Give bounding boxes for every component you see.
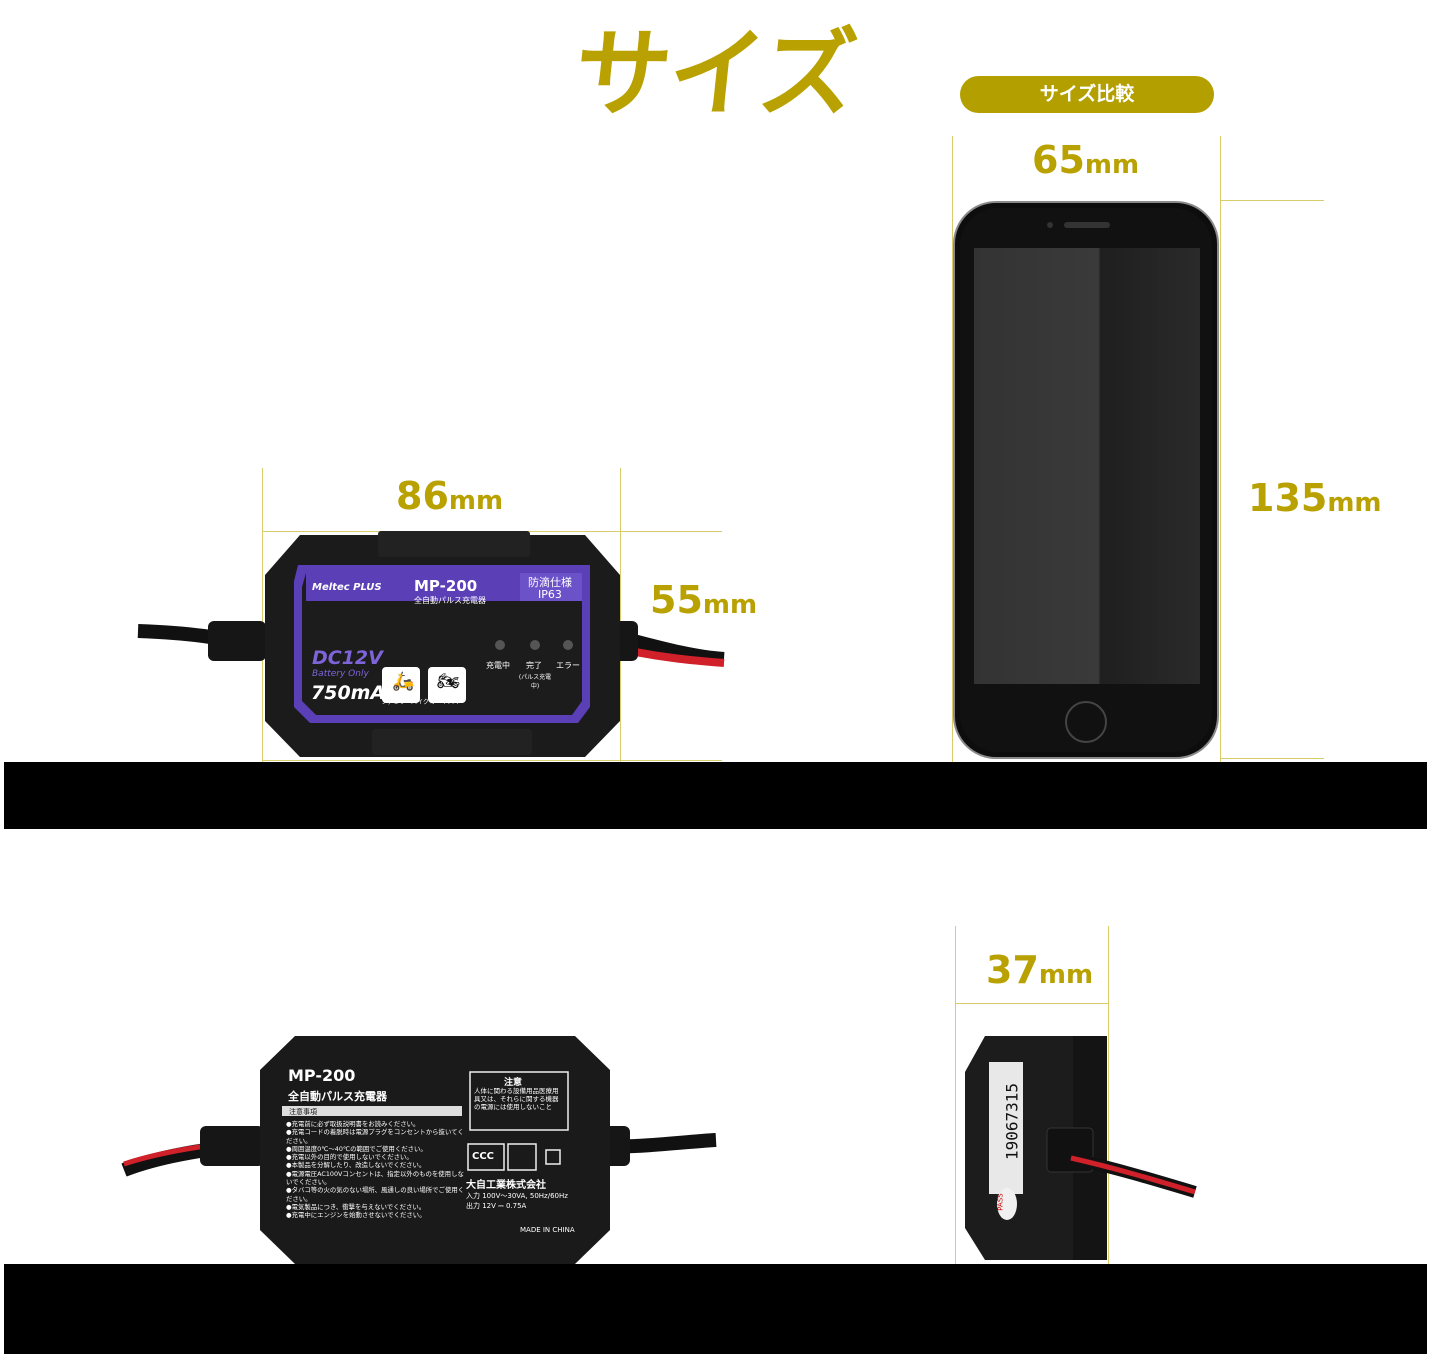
brand-logo: Meltec PLUS: [312, 582, 382, 593]
front-height-dimension: 55mm: [650, 578, 758, 622]
page-title: サイズ: [569, 18, 861, 130]
charger-front-image: [137, 531, 725, 757]
battery-label: Battery Only: [312, 669, 369, 679]
company-name: 大自工業株式会社: [466, 1180, 546, 1191]
guide-phone-right: [1220, 136, 1221, 762]
current-label: 750mA: [311, 682, 386, 704]
product-name: 全自動パルス充電器: [414, 596, 486, 605]
charger-side-image: [965, 1036, 1197, 1260]
pass-sticker: PASS: [996, 1193, 1005, 1211]
compare-badge: サイズ比較: [960, 76, 1214, 113]
led-error-label: エラー: [556, 661, 580, 670]
guide-side-top: [955, 1003, 1108, 1004]
guide-phone-top: [1220, 200, 1324, 201]
led-complete-label: 完了: [526, 661, 542, 670]
caution-list: ●充電前に必ず取扱説明書をお読みください。 ●充電コードの着脱時は電源プラグをコ…: [286, 1120, 466, 1220]
spec-code: IP63: [538, 588, 562, 601]
guide-phone-left: [952, 136, 953, 762]
back-model-name: MP-200: [288, 1066, 356, 1085]
caution-item: ●周囲温度0℃〜40℃の範囲でご使用ください。: [286, 1144, 427, 1153]
guide-front-left: [262, 468, 263, 762]
phone-width-dimension: 65mm: [1032, 138, 1140, 182]
guide-front-bottom: [262, 760, 722, 761]
led-pulse-label: (パルス充電中): [518, 674, 552, 690]
floor-top: [4, 762, 1427, 829]
led-charging-label: 充電中: [486, 661, 510, 670]
cert-ccc-mark: CCC: [472, 1151, 495, 1162]
side-depth-dimension: 37mm: [986, 948, 1094, 992]
caution-item: ●電源電圧AC100Vコンセントは、指定以外のものを使用しないでください。: [286, 1169, 464, 1187]
guide-front-right: [620, 468, 621, 762]
spec-title: 防滴仕様: [528, 576, 572, 589]
caution-item: ●充電以外の目的で使用しないでください。: [286, 1153, 413, 1162]
floor-bottom: [4, 1264, 1427, 1354]
back-product-name: 全自動パルス充電器: [288, 1090, 387, 1103]
guide-side-left: [955, 926, 956, 1264]
caution-item: ●電気製品につき、衝撃を与えないでください。: [286, 1202, 426, 1211]
caution-item: ●タバコ等の火の気のない場所、風通しの良い場所でご使用ください。: [286, 1186, 465, 1203]
icon-family-label: ファミリーバイク: [381, 699, 429, 706]
icon-auto-label: オートバイ: [430, 699, 461, 706]
input-spec: 入力 100V〜30VA, 50Hz/60Hz: [466, 1192, 568, 1200]
caution-item: ●充電コードの着脱時は電源プラグをコンセントから抜いてください。: [286, 1128, 464, 1145]
guide-side-right: [1108, 926, 1109, 1264]
front-width-dimension: 86mm: [396, 474, 504, 518]
output-spec: 出力 12V ⎓ 0.75A: [466, 1202, 527, 1210]
voltage-label: DC12V: [312, 647, 383, 669]
warning-title: 注意: [504, 1078, 523, 1088]
serial-number: 19067315: [1002, 1082, 1022, 1161]
phone-height-dimension: 135mm: [1248, 476, 1382, 520]
caution-item: ●充電中にエンジンを始動させないでください。: [286, 1211, 426, 1220]
model-name: MP-200: [414, 577, 478, 595]
scooter-icon: 🛵: [392, 671, 415, 692]
warning-text: 人体に関わる設備用品医療用具又は、それらに関する機器の電源には使用しないこと: [474, 1087, 559, 1111]
made-in-label: MADE IN CHINA: [520, 1226, 575, 1234]
caution-heading: 注意事項: [289, 1108, 317, 1116]
motorcycle-icon: 🏍: [437, 671, 460, 692]
smartphone-image: [953, 201, 1219, 759]
caution-item: ●充電前に必ず取扱説明書をお読みください。: [286, 1120, 420, 1128]
caution-item: ●本製品を分解したり、改造しないでください。: [286, 1161, 426, 1170]
charger-back-image: [121, 1036, 717, 1264]
guide-phone-bottom: [1220, 758, 1324, 759]
